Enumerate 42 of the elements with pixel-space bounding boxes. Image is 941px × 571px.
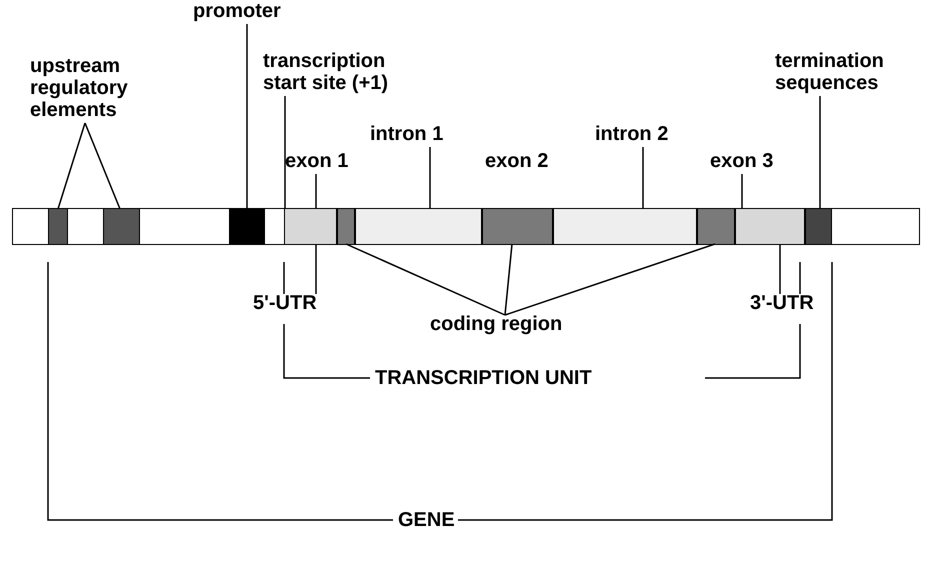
leader-line: [819, 96, 821, 209]
leader-line: [504, 244, 513, 316]
untranslated-exon-segment: [735, 209, 805, 244]
bracket-label: GENE: [398, 509, 455, 531]
feature-label: termination sequences: [775, 50, 905, 94]
feature-label: 3'-UTR: [750, 292, 850, 314]
leader-line: [346, 243, 506, 316]
feature-label: exon 1: [285, 150, 365, 172]
gene-bar: [12, 208, 920, 245]
leader-line: [57, 122, 86, 210]
regulatory-element-segment: [48, 209, 68, 244]
coding-exon-segment: [482, 209, 553, 244]
feature-label: exon 2: [485, 150, 548, 172]
leader-line: [741, 174, 743, 209]
leader-line: [315, 174, 317, 209]
feature-label: exon 3: [710, 150, 790, 172]
leader-line: [429, 147, 431, 209]
untranslated-exon-segment: [284, 209, 337, 244]
coding-exon-segment: [337, 209, 355, 244]
feature-label: intron 1: [370, 123, 460, 145]
feature-label: promoter: [193, 0, 313, 22]
leader-line: [504, 243, 716, 316]
feature-label: intron 2: [595, 123, 685, 145]
leader-line: [799, 262, 801, 294]
feature-label: transcription start site (+1): [263, 50, 433, 94]
leader-line: [284, 96, 286, 209]
leader-line: [779, 244, 781, 294]
feature-label: upstream regulatory elements: [30, 55, 150, 121]
leader-line: [84, 122, 121, 210]
regulatory-element-segment: [103, 209, 140, 244]
feature-label: 5'-UTR: [253, 292, 353, 314]
coding-exon-segment: [697, 209, 735, 244]
leader-line: [315, 244, 317, 294]
intron-segment: [355, 209, 482, 244]
promoter-segment: [229, 209, 265, 244]
leader-line: [642, 147, 644, 209]
bracket-label: TRANSCRIPTION UNIT: [375, 367, 592, 389]
leader-line: [283, 262, 285, 294]
feature-label: coding region: [430, 313, 580, 335]
termination-segment: [805, 209, 832, 244]
intron-segment: [553, 209, 697, 244]
leader-line: [246, 24, 248, 209]
